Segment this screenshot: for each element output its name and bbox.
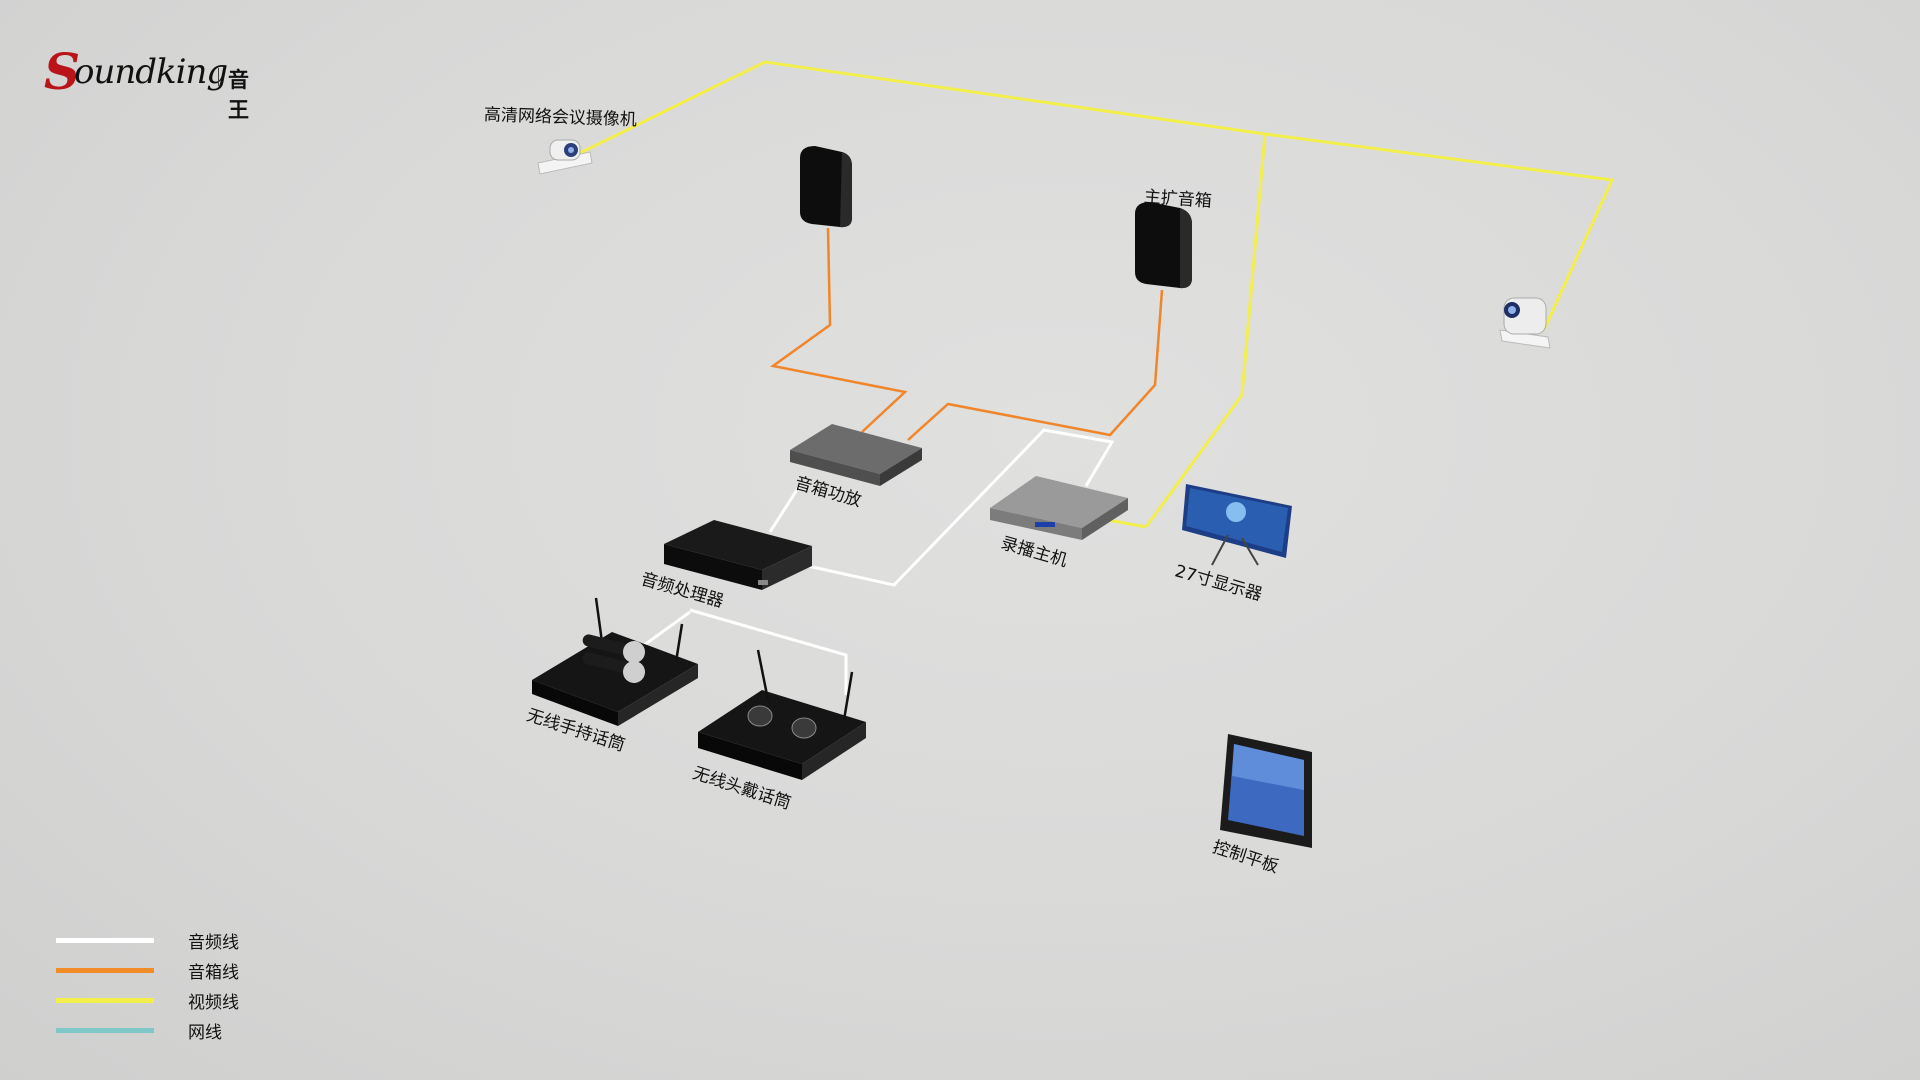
soundking-logo: S oundking 音王 xyxy=(40,38,260,122)
conference-camera-right xyxy=(1499,297,1551,349)
speaker-cable-left xyxy=(769,227,908,433)
audio-cable-processor-recorder xyxy=(807,428,1115,587)
legend-item-network: 网线 xyxy=(56,1018,296,1044)
display-27-inch xyxy=(1182,484,1292,566)
speaker-left xyxy=(800,146,852,228)
legend-item-audio: 音频线 xyxy=(56,928,296,954)
audio-cable-amp-processor xyxy=(768,484,802,533)
logo-brand-text: oundking xyxy=(74,52,228,92)
speaker-cable-right xyxy=(907,289,1164,441)
legend-item-speaker: 音箱线 xyxy=(56,958,296,984)
label-conference-camera: 高清网络会议摄像机 xyxy=(483,105,638,131)
legend-label-speaker: 音箱线 xyxy=(188,963,239,983)
audio-cables xyxy=(639,428,1115,695)
label-main-speaker: 主扩音箱 xyxy=(1143,187,1213,212)
logo-initial: S xyxy=(44,42,81,101)
control-tablet xyxy=(1220,734,1312,848)
speaker-right xyxy=(1135,202,1192,289)
audio-processor-device xyxy=(664,520,812,590)
logo-chinese-name: 音王 xyxy=(228,68,249,122)
handheld-mic-receiver xyxy=(532,597,698,726)
speaker-cables xyxy=(769,227,1164,441)
conference-camera-left xyxy=(537,139,593,175)
legend-label-video: 视频线 xyxy=(188,993,239,1013)
legend-swatch-audio xyxy=(56,938,154,943)
recording-host-device xyxy=(990,476,1128,540)
legend-swatch-speaker xyxy=(56,968,154,973)
legend-label-network: 网线 xyxy=(188,1023,222,1043)
video-cable-camera-left xyxy=(577,60,1615,331)
amplifier-device xyxy=(790,424,922,486)
audio-cable-processor-handheld xyxy=(639,610,691,650)
legend-label-audio: 音频线 xyxy=(188,933,239,953)
audio-cable-processor-headset xyxy=(689,608,848,695)
video-cable-display xyxy=(1144,133,1267,528)
headset-mic-receiver xyxy=(698,649,866,780)
legend-swatch-video xyxy=(56,998,154,1003)
video-cables xyxy=(577,60,1615,529)
legend-item-video: 视频线 xyxy=(56,988,296,1014)
legend-swatch-network xyxy=(56,1028,154,1033)
logo-divider xyxy=(218,68,219,86)
video-cable-recorder-display xyxy=(1107,518,1147,529)
